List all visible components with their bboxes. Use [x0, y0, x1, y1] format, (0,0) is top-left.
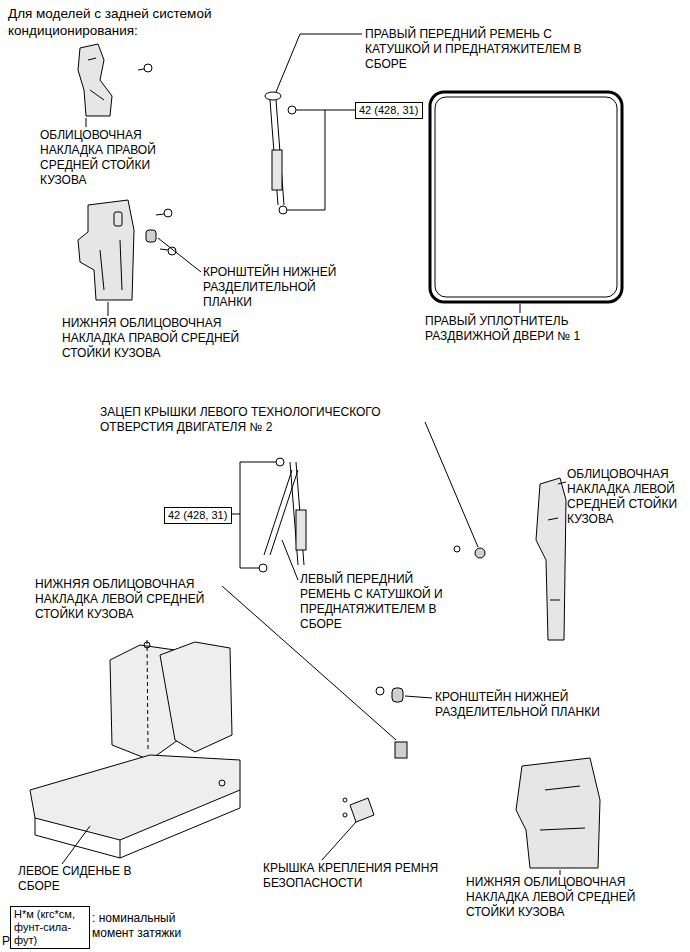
node-text: 42 (428, 31)	[359, 104, 419, 117]
part-label: ЛЕВОЕ СИДЕНЬЕ В СБОРЕ	[18, 864, 148, 894]
torque-box: 42 (428, 31)	[355, 102, 423, 119]
part-label: ОБЛИЦОВОЧНАЯ НАКЛАДКА ЛЕВОЙ СРЕДНЕЙ СТОЙ…	[567, 467, 687, 527]
part-label: ПРАВЫЙ ПЕРЕДНИЙ РЕМЕНЬ С КАТУШКОЙ И ПРЕД…	[365, 27, 615, 72]
title: Для моделей с задней системой кондициони…	[8, 5, 268, 39]
part-label: КРОНШТЕЙН НИЖНЕЙ РАЗДЕЛИТЕЛЬНОЙ ПЛАНКИ	[203, 265, 353, 310]
part-label: : номинальный момент затяжки	[92, 911, 192, 941]
legend-box: Н*м (кгс*см, фунт-сила-фут)	[10, 906, 90, 949]
node-text: 42 (428, 31)	[168, 509, 228, 522]
part-label: НИЖНЯЯ ОБЛИЦОВОЧНАЯ НАКЛАДКА ЛЕВОЙ СРЕДН…	[466, 875, 666, 920]
part-label: ПРАВЫЙ УПЛОТНИТЕЛЬ РАЗДВИЖНОЙ ДВЕРИ № 1	[425, 314, 620, 344]
node-text: Н*м (кгс*см, фунт-сила-фут)	[14, 908, 86, 947]
part-label: ЛЕВЫЙ ПЕРЕДНИЙ РЕМЕНЬ С КАТУШКОЙ И ПРЕДН…	[300, 572, 450, 632]
part-label: НИЖНЯЯ ОБЛИЦОВОЧНАЯ НАКЛАДКА ЛЕВОЙ СРЕДН…	[35, 577, 225, 622]
part-label: КРЫШКА КРЕПЛЕНИЯ РЕМНЯ БЕЗОПАСНОСТИ	[263, 861, 453, 891]
part-label: КРОНШТЕЙН НИЖНЕЙ РАЗДЕЛИТЕЛЬНОЙ ПЛАНКИ	[435, 690, 635, 720]
torque-box: 42 (428, 31)	[164, 507, 232, 524]
part-label: ЗАЦЕП КРЫШКИ ЛЕВОГО ТЕХНОЛОГИЧЕСКОГО ОТВ…	[100, 405, 430, 435]
part-label: ОБЛИЦОВОЧНАЯ НАКЛАДКА ПРАВОЙ СРЕДНЕЙ СТО…	[40, 128, 165, 188]
part-label: НИЖНЯЯ ОБЛИЦОВОЧНАЯ НАКЛАДКА ПРАВОЙ СРЕД…	[62, 316, 272, 361]
